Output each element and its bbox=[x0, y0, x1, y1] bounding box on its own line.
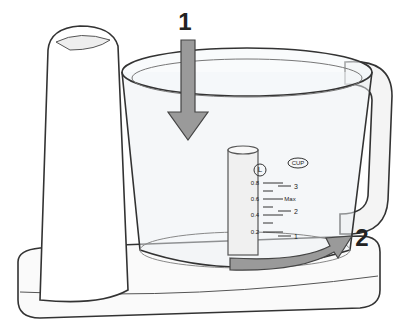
scale-value: 0.2 bbox=[251, 229, 259, 235]
bowl-rim bbox=[122, 48, 372, 96]
scale-value: 1 bbox=[294, 233, 298, 240]
scale-value: 3 bbox=[294, 183, 298, 190]
unit-mark: L bbox=[258, 166, 262, 174]
scale-value: 0.6 bbox=[251, 196, 259, 202]
scale-value: 0.4 bbox=[251, 212, 259, 218]
unit-circle bbox=[254, 164, 266, 176]
scale-value: 0.8 bbox=[251, 180, 259, 186]
rotate-arrow bbox=[230, 236, 352, 270]
scale-ticks bbox=[263, 183, 291, 236]
motor-unit bbox=[40, 26, 128, 302]
shaft bbox=[228, 150, 258, 255]
push-arrow bbox=[168, 40, 208, 140]
scale-value: Max bbox=[284, 196, 295, 202]
unit-oval bbox=[288, 158, 308, 168]
motor-button bbox=[56, 35, 110, 50]
callout-number: 2 bbox=[355, 226, 368, 250]
bowl-rim-inner bbox=[132, 59, 362, 97]
callout-number: 1 bbox=[178, 10, 191, 34]
shaft-top bbox=[228, 146, 258, 154]
unit-mark: CUP bbox=[292, 160, 305, 166]
scale-value: 2 bbox=[294, 208, 298, 215]
